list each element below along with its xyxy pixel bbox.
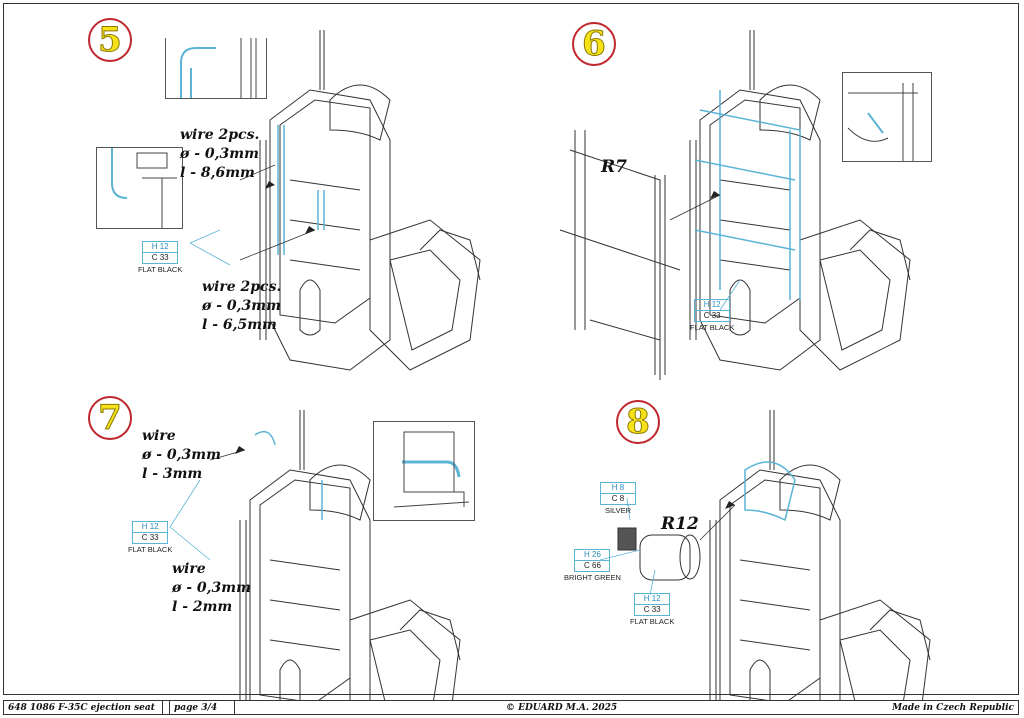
wire-note-step5-a: wire 2pcs. ø - 0,3mm l - 8,6mm [180,126,259,183]
paint-h-code: H 12 [695,300,730,311]
note-line: wire 2pcs. [202,279,282,295]
step-8-badge: 8 [616,400,660,444]
footer-divider [163,701,170,714]
detail-inset-step5-left [96,147,183,229]
page-frame [3,3,1019,695]
page-number: page 3/4 [170,701,235,714]
wire-note-step7-b: wire ø - 0,3mm l - 2mm [172,560,251,617]
note-line: wire [172,561,206,577]
note-line: wire 2pcs. [180,127,260,143]
paint-c-code: C 33 [141,533,159,542]
note-line: ø - 0,3mm [172,580,251,596]
paint-c-code: C 33 [703,311,721,320]
detail-inset-step5-top [165,38,267,99]
step-7-badge: 7 [88,396,132,440]
paint-c-code: C 33 [151,253,169,262]
wire-note-step5-b: wire 2pcs. ø - 0,3mm l - 6,5mm [202,278,281,335]
paint-name: FLAT BLACK [128,545,173,554]
part-label-r12: R12 [661,514,699,534]
paint-name: FLAT BLACK [138,265,183,274]
footer-bar: 648 1086 F-35C ejection seat page 3/4 © … [3,700,1019,715]
paint-h-code: H 12 [143,242,178,253]
note-line: l - 3mm [142,466,203,482]
detail-inset-step7 [373,421,475,521]
paint-c-code: C 33 [643,605,661,614]
paint-h-code: H 12 [635,594,670,605]
product-code: 648 1086 F-35C ejection seat [4,701,163,714]
origin: Made in Czech Republic [892,702,1014,713]
note-line: l - 2mm [172,599,233,615]
note-line: l - 8,6mm [180,165,255,181]
paint-c-code: C 66 [584,561,601,570]
copyright: © EDUARD M.A. 2025 [505,702,618,713]
note-line: l - 6,5mm [202,317,277,333]
note-line: wire [142,428,176,444]
paint-name: SILVER [604,506,632,515]
step-number: 7 [98,398,123,438]
paint-name: FLAT BLACK [630,617,675,626]
paint-h-code: H 8 [601,483,635,494]
note-line: ø - 0,3mm [142,447,221,463]
note-line: ø - 0,3mm [202,298,281,314]
paint-h-code: H 26 [575,550,610,561]
part-label-r7: R7 [601,157,627,177]
assembly-drawings [169,29,931,700]
paint-h-code: H 12 [133,522,168,533]
paint-name: FLAT BLACK [690,323,735,332]
detail-inset-step6 [842,72,932,162]
step-5-badge: 5 [88,18,132,62]
step-6-badge: 6 [572,22,616,66]
step-number: 8 [626,402,651,442]
note-line: ø - 0,3mm [180,146,259,162]
step-number: 5 [98,20,123,60]
paint-c-code: C 8 [611,494,625,503]
step-number: 6 [582,24,607,64]
wire-note-step7-a: wire ø - 0,3mm l - 3mm [142,427,221,484]
paint-name: BRIGHT GREEN [564,573,621,582]
